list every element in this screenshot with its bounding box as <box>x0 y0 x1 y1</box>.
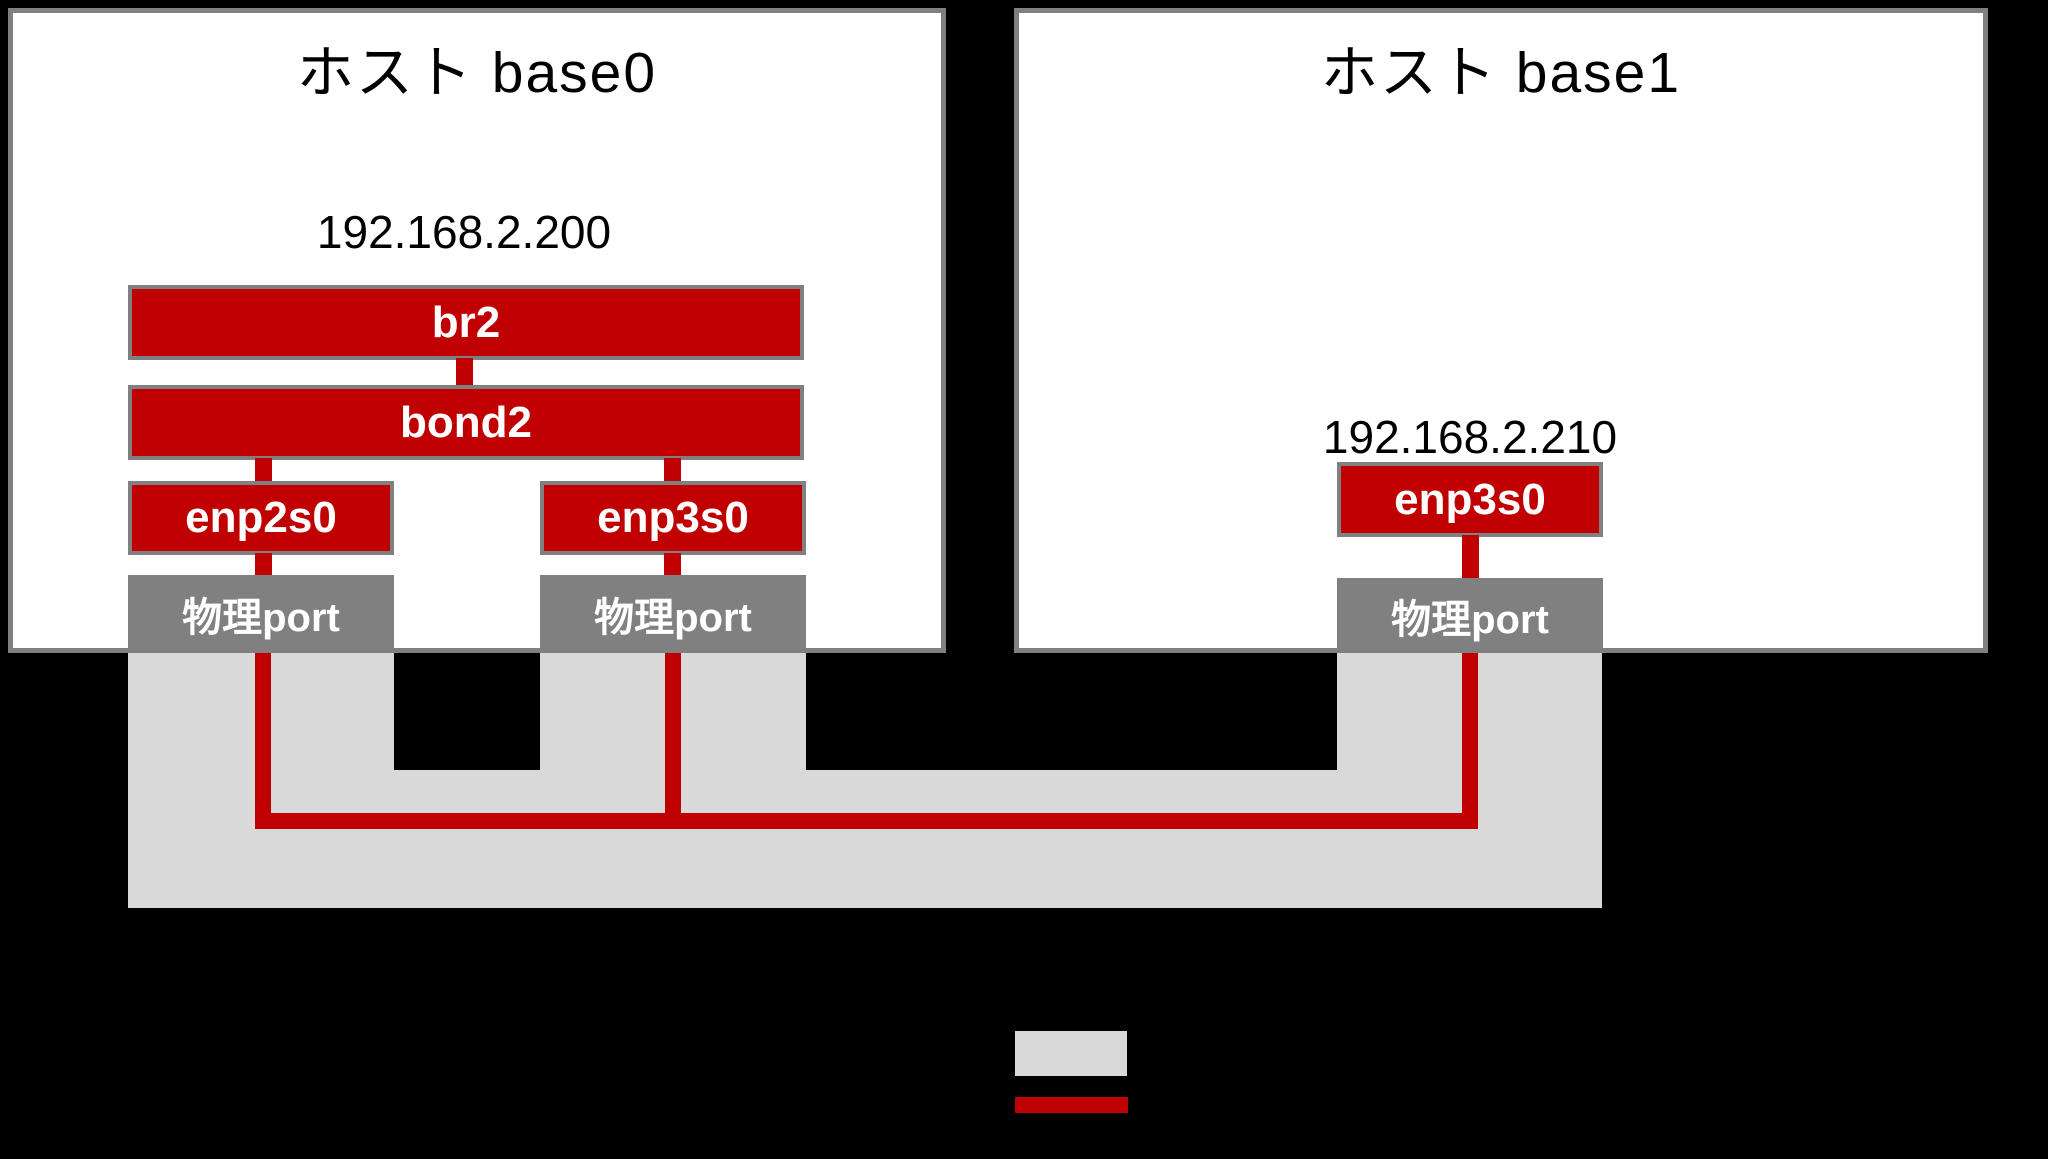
host-base0-title: ホスト base0 <box>296 41 658 105</box>
cable-horizontal-trunk <box>255 813 1478 829</box>
physical-port-1-bar: 物理port <box>128 575 394 653</box>
physical-port-base1-bar: 物理port <box>1337 578 1603 653</box>
nic-enp3s0-label: enp3s0 <box>597 493 749 542</box>
host-base1-box: ホスト base1 <box>1014 8 1988 653</box>
nic-enp2s0-bar: enp2s0 <box>128 481 394 555</box>
nic-base1-enp3s0-bar: enp3s0 <box>1337 462 1603 537</box>
connector-enp3s0-port <box>664 553 681 577</box>
bridge-br2-bar: br2 <box>128 285 804 360</box>
physical-port-base1-label: 物理port <box>1391 597 1549 642</box>
connector-br2-bond2 <box>456 358 473 388</box>
nic-enp2s0-label: enp2s0 <box>185 493 337 542</box>
nic-base1-enp3s0-label: enp3s0 <box>1394 474 1546 524</box>
connector-base1-enp3s0-port <box>1462 535 1479 578</box>
physical-port-1-label: 物理port <box>182 596 340 640</box>
physical-port-2-bar: 物理port <box>540 575 806 653</box>
cable-vertical-base1-port <box>1462 653 1478 829</box>
connector-bond2-enp3s0 <box>664 458 681 484</box>
host-base1-ip-address: 192.168.2.210 <box>1322 411 1618 463</box>
bond-bond2-label: bond2 <box>400 397 532 447</box>
connector-enp2s0-port <box>255 553 272 577</box>
nic-enp3s0-bar: enp3s0 <box>540 481 806 555</box>
cable-vertical-port2 <box>665 653 681 829</box>
bond-bond2-bar: bond2 <box>128 385 804 460</box>
host-base0-ip-address: 192.168.2.200 <box>316 206 612 258</box>
fabric-band <box>128 770 1602 908</box>
bridge-br2-label: br2 <box>431 297 501 347</box>
legend-cable-swatch <box>1015 1097 1128 1113</box>
cable-vertical-port1 <box>255 653 271 829</box>
host-base1-title: ホスト base1 <box>1320 41 1682 105</box>
legend-switch-swatch <box>1015 1031 1127 1076</box>
physical-port-2-label: 物理port <box>594 596 752 640</box>
connector-bond2-enp2s0 <box>255 458 272 484</box>
